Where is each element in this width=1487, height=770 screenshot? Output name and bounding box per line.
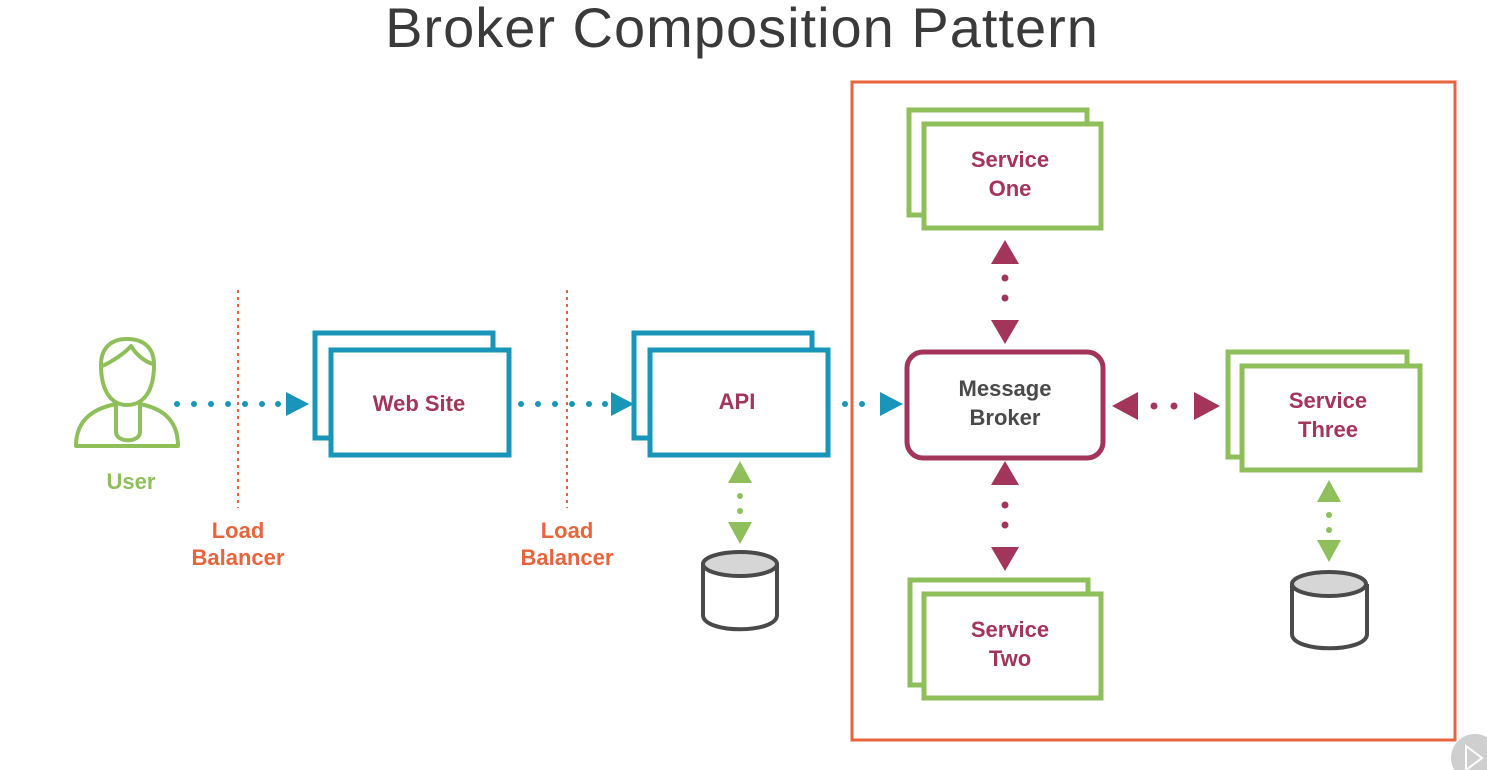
arrow-api-to-broker	[842, 392, 903, 416]
service-boundary	[850, 80, 1457, 742]
arrow-service-three-database	[1317, 480, 1341, 562]
message-broker-node: Message Broker	[904, 349, 1106, 461]
service-three-label-line2: Three	[1298, 417, 1358, 442]
service-two-label-line2: Two	[989, 646, 1031, 671]
arrow-user-to-website	[174, 392, 309, 416]
service-three-label-line1: Service	[1289, 388, 1367, 413]
load-balancer-2-label-line2: Balancer	[521, 545, 614, 570]
service-three-database-icon	[1290, 570, 1369, 651]
service-one-node: Service One	[906, 107, 1104, 231]
load-balancer-1-label-line2: Balancer	[192, 545, 285, 570]
service-three-node: Service Three	[1225, 349, 1423, 473]
arrow-api-database	[728, 461, 752, 544]
website-label: Web Site	[373, 391, 466, 416]
service-two-label-line1: Service	[971, 617, 1049, 642]
broker-label-line2: Broker	[970, 405, 1041, 430]
user-icon	[74, 337, 180, 448]
play-logo-icon	[1451, 734, 1487, 770]
load-balancer-2-label-line1: Load	[541, 518, 594, 543]
arrow-broker-service-one	[991, 240, 1019, 344]
arrow-website-to-api	[518, 392, 634, 416]
service-one-label-line1: Service	[971, 147, 1049, 172]
api-label: API	[719, 389, 756, 414]
api-database-icon	[701, 550, 779, 632]
website-node: Web Site	[312, 330, 512, 458]
service-two-node: Service Two	[907, 577, 1104, 701]
diagram-title: Broker Composition Pattern	[385, 0, 1099, 59]
arrow-broker-service-three	[1112, 392, 1220, 420]
user-label: User	[107, 469, 156, 494]
service-one-label-line2: One	[989, 176, 1032, 201]
load-balancer-1-label-line1: Load	[212, 518, 265, 543]
arrow-broker-service-two	[991, 461, 1019, 571]
api-node: API	[631, 330, 831, 458]
broker-label-line1: Message	[959, 376, 1052, 401]
